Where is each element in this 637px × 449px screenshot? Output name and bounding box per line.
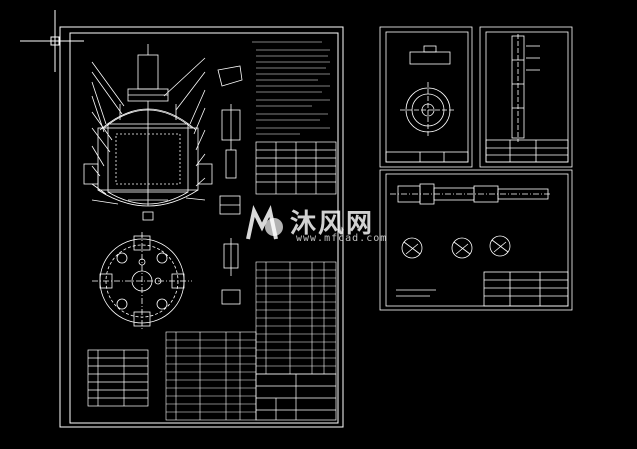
design-data-table <box>255 141 337 195</box>
reactor-vessel-elevation <box>83 44 213 221</box>
vessel-plan-view <box>92 232 192 330</box>
title-block <box>255 373 337 421</box>
nozzle-schedule-table <box>87 349 149 407</box>
watermark: 沐风网 www.mfcad.com <box>244 203 404 251</box>
technical-requirements-notes <box>252 41 330 135</box>
watermark-brand-name: 沐风网 <box>290 209 375 239</box>
agitator-shaft-sheet <box>379 169 573 311</box>
parts-list-table-lower <box>165 331 257 421</box>
mf-logo-icon <box>246 205 283 240</box>
assembly-drawing-sheet <box>59 26 344 428</box>
crosshair-cursor-icon <box>20 10 84 72</box>
shaft-elevation-sheet <box>479 26 573 168</box>
nozzle-detail-views <box>217 65 243 305</box>
parts-list-table-upper <box>255 261 337 375</box>
flange-detail-sheet <box>379 26 473 168</box>
watermark-brand-url: www.mfcad.com <box>296 233 388 244</box>
